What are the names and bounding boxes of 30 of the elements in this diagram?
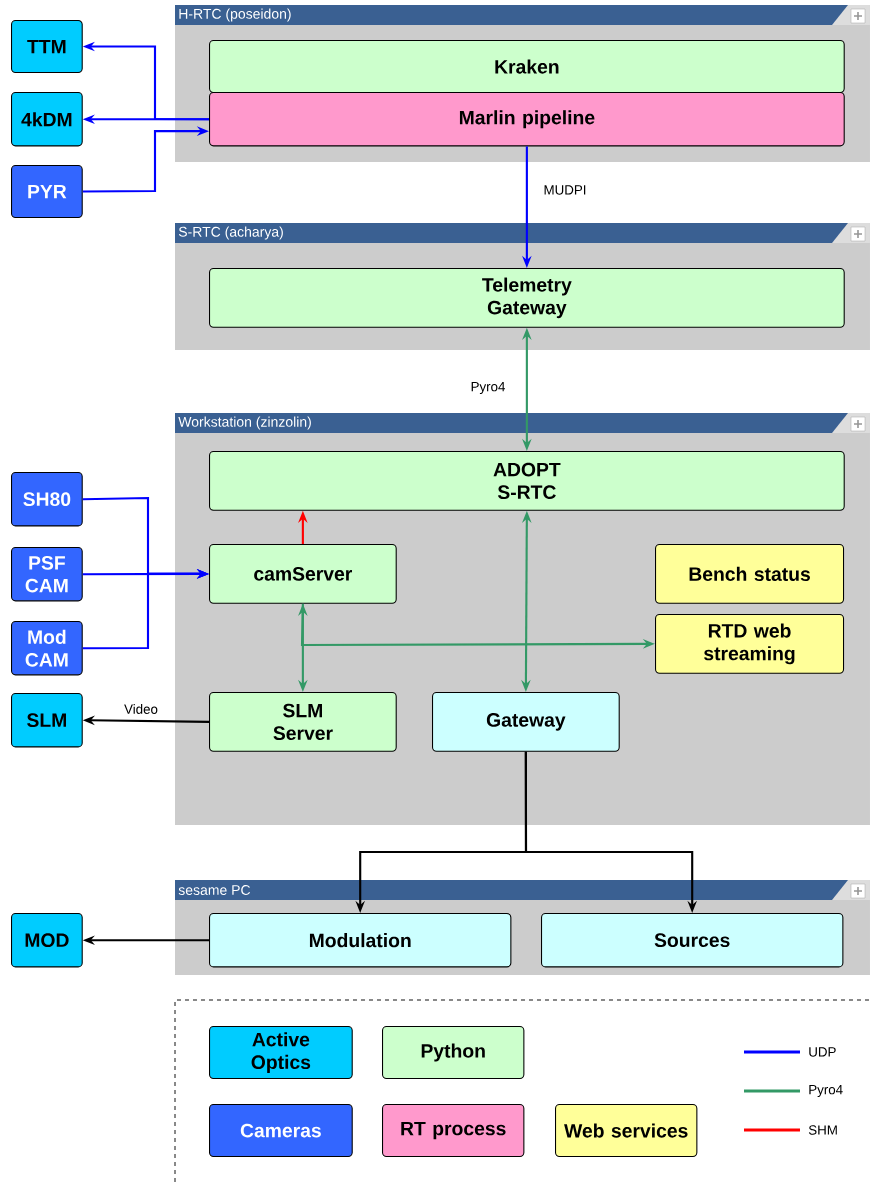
legend-label: Pyro4 xyxy=(809,1085,843,1097)
legend-box: Active Optics xyxy=(209,1026,353,1080)
legend-box: Cameras xyxy=(209,1104,353,1158)
edge-label: MUDPI xyxy=(542,184,588,196)
process-box: Telemetry Gateway xyxy=(209,268,845,328)
process-box: Sources xyxy=(541,913,844,968)
process-box: camServer xyxy=(209,544,397,604)
process-box: Kraken xyxy=(209,40,845,94)
camera-box: SH80 xyxy=(11,472,83,527)
device-box: MOD xyxy=(11,913,83,968)
process-box: Gateway xyxy=(432,692,620,752)
device-box: TTM xyxy=(11,20,83,74)
device-box: SLM xyxy=(11,693,83,748)
legend-box: RT process xyxy=(382,1104,525,1158)
legend-label: SHM xyxy=(808,1125,837,1135)
edge-label: Video xyxy=(122,702,160,716)
legend-label: UDP xyxy=(809,1047,836,1057)
service-box: RTD web streaming xyxy=(655,614,845,674)
camera-box: Mod CAM xyxy=(11,621,83,676)
legend-box: Python xyxy=(382,1026,525,1080)
camera-box: PYR xyxy=(11,165,83,219)
device-box: 4kDM xyxy=(11,92,83,147)
process-box: ADOPT S-RTC xyxy=(209,451,845,511)
service-box: Bench status xyxy=(655,544,845,604)
legend-box: Web services xyxy=(555,1104,698,1158)
process-box: Marlin pipeline xyxy=(209,92,845,147)
process-box: SLM Server xyxy=(209,692,397,752)
edge-label: Pyro4 xyxy=(469,380,507,396)
camera-box: PSF CAM xyxy=(11,547,83,602)
process-box: Modulation xyxy=(209,913,512,968)
